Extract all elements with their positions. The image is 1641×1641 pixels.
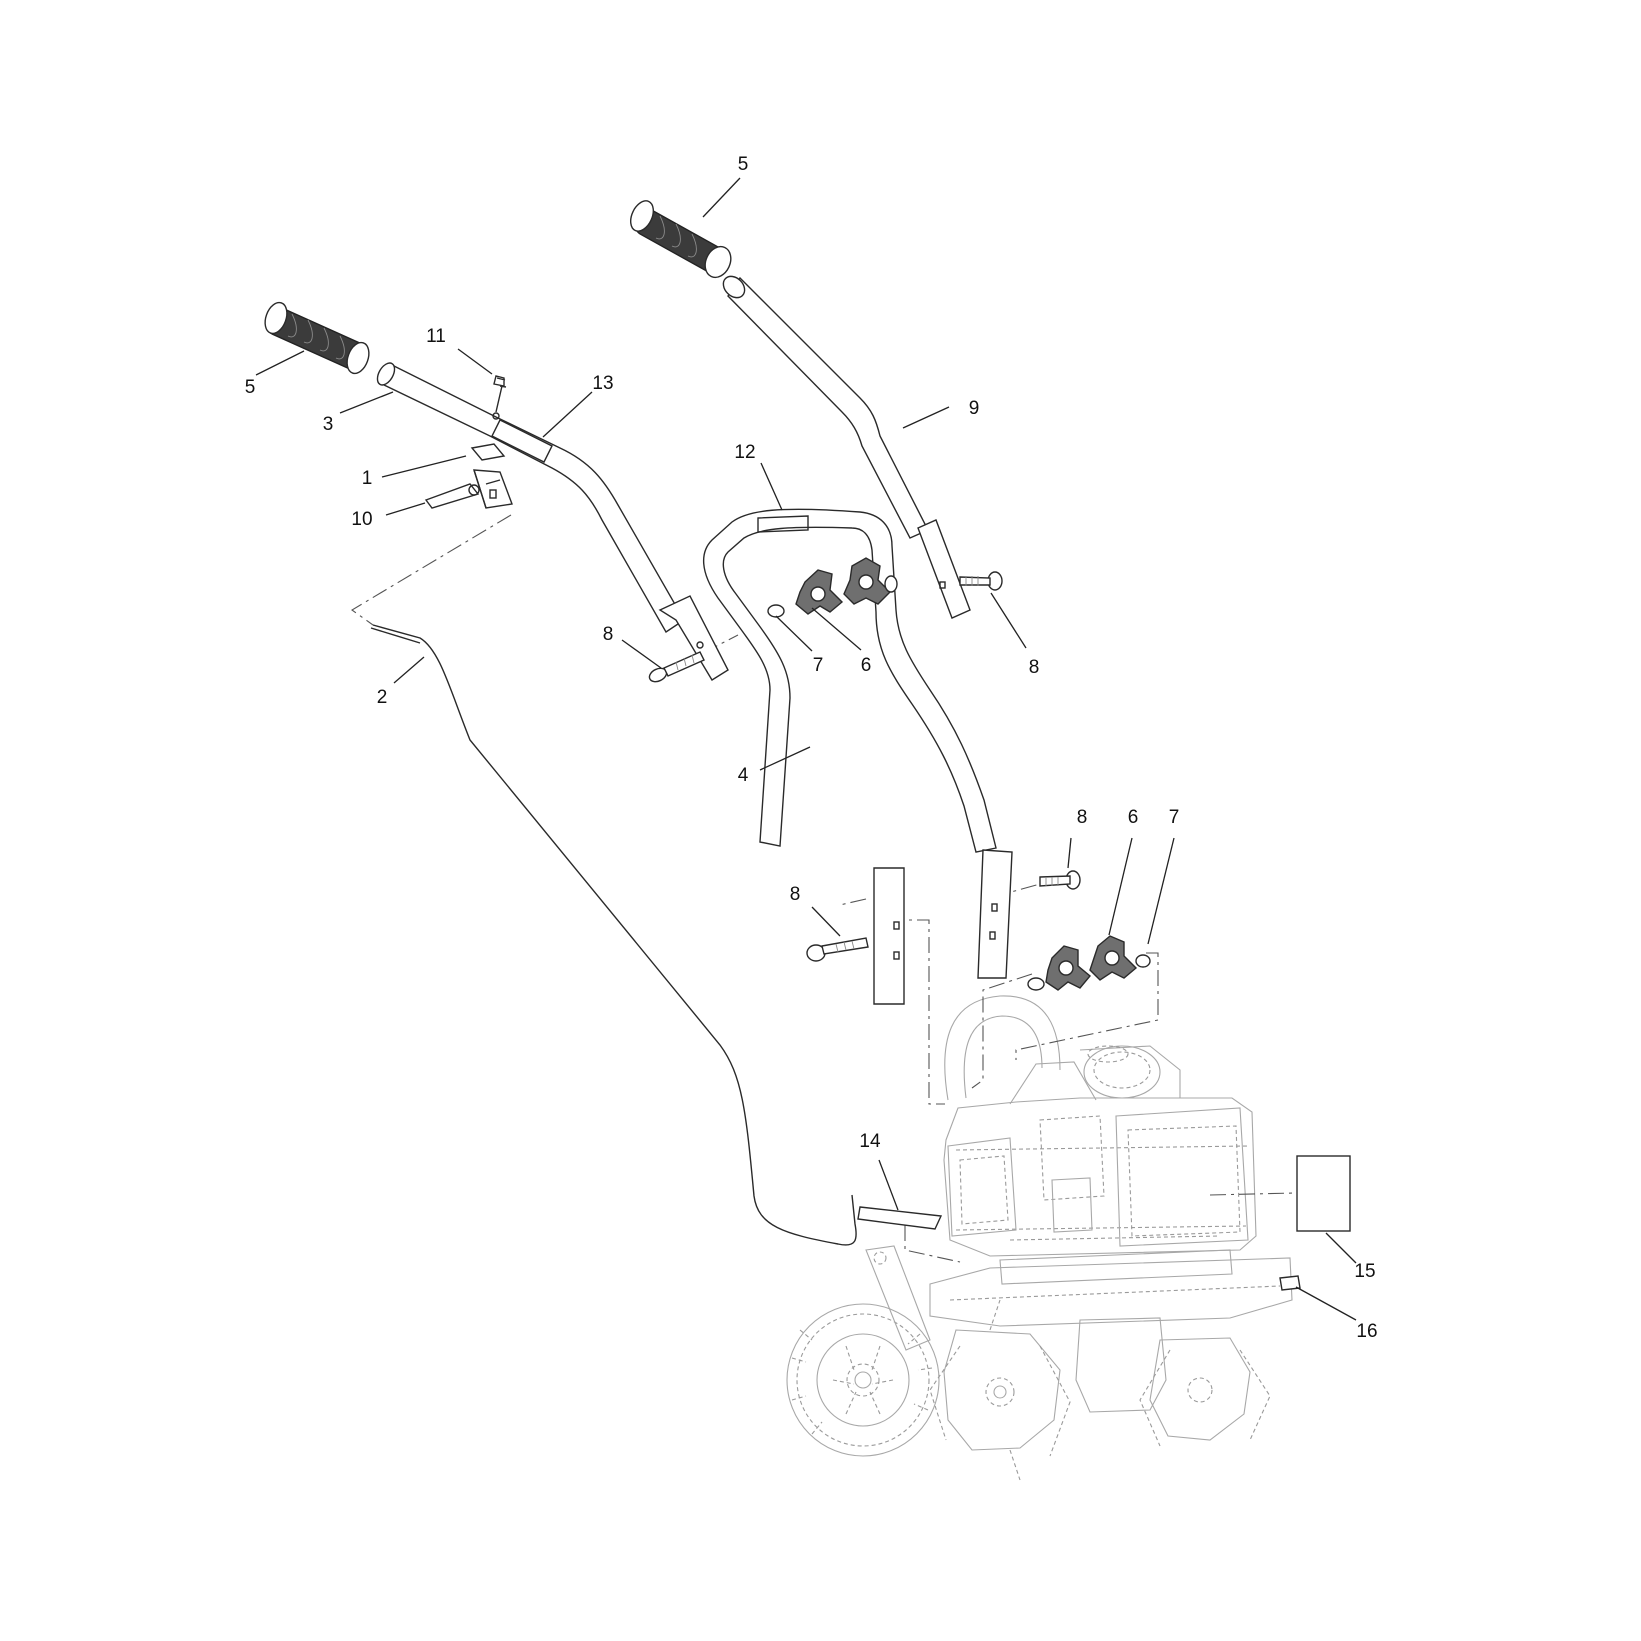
callout-12-decal: 12: [734, 442, 755, 463]
callout-8-lower-right-bolt: 8: [1077, 807, 1088, 828]
decal-14: [857, 1206, 943, 1230]
upper-right-handle-tube: [722, 275, 971, 619]
throttle-control-assembly: [424, 375, 513, 509]
lower-left-tube-end: [873, 867, 905, 1005]
callout-7-upper-washer: 7: [813, 655, 824, 676]
callout-6-lower-knob: 6: [1128, 807, 1139, 828]
carriage-bolt-lower-right: [1039, 870, 1081, 890]
decal-15: [1296, 1155, 1351, 1232]
upper-knob-pair: [767, 557, 898, 618]
carriage-bolt-upper-right: [959, 571, 1003, 591]
callout-numbers: 5 5 11 13 3 1 10 9 12 8 7 6 8 2 4 8 6 7 …: [245, 154, 1378, 1342]
callout-14-decal: 14: [859, 1131, 881, 1152]
callout-3-upper-left-tube: 3: [323, 414, 334, 435]
upper-left-handle-tube: [376, 362, 729, 681]
carriage-bolt-lower-left: [806, 937, 869, 962]
callout-5-left-grip: 5: [245, 377, 256, 398]
carriage-bolt-upper-left: [648, 651, 705, 683]
lower-knob-pair: [1027, 935, 1151, 991]
callout-2-throttle-cable: 2: [377, 687, 388, 708]
callout-8-upper-right-bolt: 8: [1029, 657, 1040, 678]
callout-15-decal: 15: [1354, 1261, 1375, 1282]
callout-9-upper-right-tube: 9: [969, 398, 980, 419]
callout-6-upper-knob: 6: [861, 655, 872, 676]
lower-right-tube-end: [977, 849, 1013, 979]
tiller-body-outline: [786, 995, 1293, 1481]
right-grip: [629, 200, 732, 279]
callout-10-throttle-lever: 10: [351, 509, 372, 530]
decal-16: [1279, 1275, 1301, 1291]
callout-5-right-grip: 5: [738, 154, 749, 175]
callout-4-lower-handle: 4: [738, 765, 749, 786]
callout-11-screw: 11: [426, 326, 446, 347]
callout-7-lower-washer: 7: [1169, 807, 1180, 828]
assembly-lines: [350, 514, 1296, 1263]
callout-8-upper-left-bolt: 8: [603, 624, 614, 645]
callout-leaders: [255, 177, 1357, 1321]
callout-8-lower-left-bolt: 8: [790, 884, 801, 905]
left-grip: [264, 301, 370, 375]
callout-13-decal: 13: [592, 373, 613, 394]
callout-1-plate: 1: [362, 468, 373, 489]
throttle-cable: [372, 624, 857, 1246]
lower-handle-loop: [702, 508, 997, 853]
callout-16-decal: 16: [1356, 1321, 1377, 1342]
